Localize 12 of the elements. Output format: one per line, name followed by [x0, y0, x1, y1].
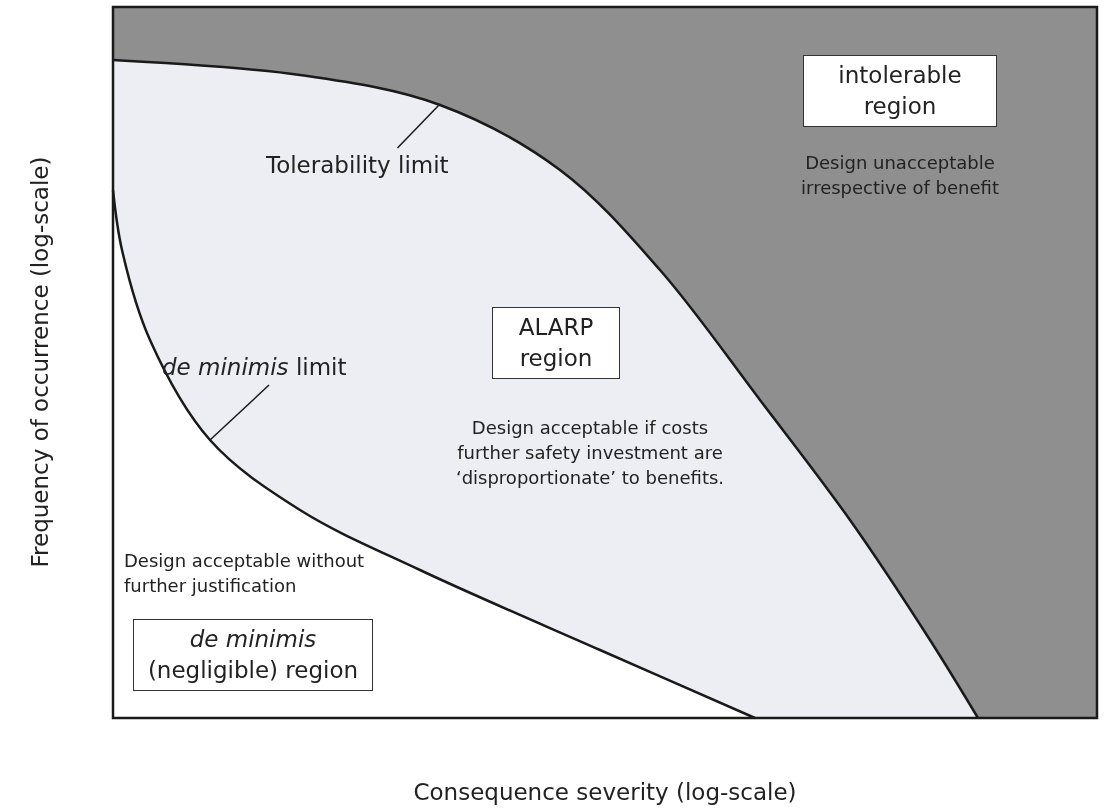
leader-line [396, 103, 441, 149]
region-description: Design acceptable if costs further safety investment are ‘disproportionate’ to benefits. [454, 416, 726, 491]
axis-title: Consequence severity (log-scale) [413, 779, 797, 805]
region-description: Design unacceptable irrespective of benefit [800, 151, 1000, 201]
region-description: Design acceptable without further justification [124, 549, 366, 599]
region-label: ALARP region [492, 307, 620, 380]
curve-label: Tolerability limit [266, 150, 449, 182]
region-label: de minimis (negligible) region [133, 619, 373, 692]
axis-title: Frequency of occurrence (log-scale) [27, 156, 53, 568]
leader-line [209, 384, 270, 441]
region-label: intolerable region [803, 55, 997, 128]
curve-label: de minimis limit [162, 352, 347, 384]
